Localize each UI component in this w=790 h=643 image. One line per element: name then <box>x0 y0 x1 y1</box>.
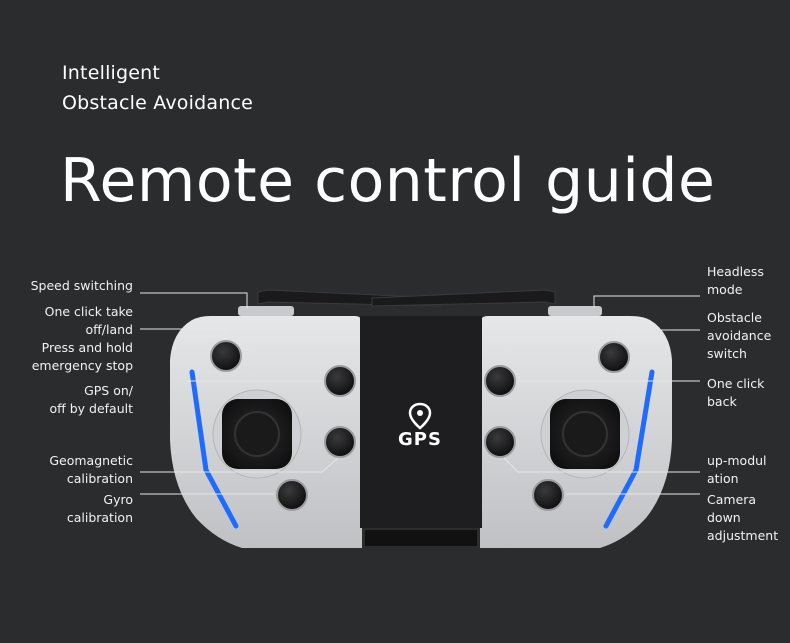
leader-obstacle <box>615 329 700 342</box>
up-modulation-button[interactable] <box>484 426 516 458</box>
gps-toggle-button[interactable] <box>324 365 356 397</box>
leader-geomagnetic <box>140 457 339 473</box>
label-camera-down: Camera down adjustment <box>707 492 779 543</box>
right-light-strip <box>603 369 655 529</box>
label-up-modulation: up-modul ation <box>707 453 767 486</box>
location-pin-icon <box>408 402 432 430</box>
gps-logo-text: GPS <box>398 429 442 450</box>
left-light-strip <box>189 369 239 529</box>
headless-shoulder-button[interactable] <box>548 306 602 316</box>
subtitle: Intelligent Obstacle Avoidance <box>62 58 253 118</box>
label-speed-switching: Speed switching <box>30 278 133 293</box>
leader-lines <box>140 292 700 495</box>
subtitle-line-1: Intelligent <box>62 62 161 84</box>
phone-clamp <box>257 289 556 307</box>
speed-switch-shoulder-button[interactable] <box>238 306 294 316</box>
label-takeoff-land: One click take off/land Press and hold e… <box>31 304 133 373</box>
leader-takeoff-land <box>140 328 227 340</box>
phone-holder-bottom <box>365 530 477 546</box>
label-headless-mode: Headless mode <box>707 264 764 297</box>
label-gps-toggle: GPS on/ off by default <box>49 383 133 416</box>
leader-headless <box>593 295 700 308</box>
leader-speed-switching <box>140 292 248 308</box>
right-joystick[interactable] <box>540 389 630 479</box>
phone-holder <box>360 316 482 528</box>
one-click-back-button[interactable] <box>484 365 516 397</box>
geomagnetic-calibration-button[interactable] <box>324 426 356 458</box>
leader-up-modulation <box>503 457 700 473</box>
gyro-calibration-button[interactable] <box>276 479 308 511</box>
label-geomagnetic-calibration: Geomagnetic calibration <box>49 453 133 486</box>
subtitle-line-2: Obstacle Avoidance <box>62 92 253 114</box>
label-obstacle-switch: Obstacle avoidance switch <box>707 310 772 361</box>
label-one-click-back: One click back <box>707 376 765 409</box>
page-title: Remote control guide <box>60 146 716 216</box>
label-gyro-calibration: Gyro calibration <box>66 492 133 525</box>
camera-down-button[interactable] <box>532 479 564 511</box>
takeoff-land-button[interactable] <box>210 340 242 372</box>
obstacle-switch-button[interactable] <box>598 341 630 373</box>
left-joystick[interactable] <box>212 389 302 479</box>
